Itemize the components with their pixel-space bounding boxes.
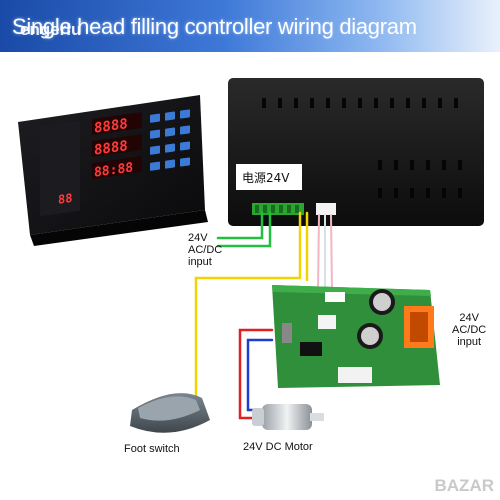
wire-green-1	[216, 211, 264, 240]
wire-red	[238, 328, 274, 420]
panel-button[interactable]	[180, 109, 190, 119]
panel-button[interactable]	[180, 141, 190, 151]
foot-switch-label: Foot switch	[124, 443, 180, 455]
left-input-line-2: AC/DC	[188, 244, 223, 256]
right-input-line-2: AC/DC	[452, 324, 487, 336]
front-panel-controller: 8888 8888 88:88 88	[18, 95, 208, 246]
ribbon-a	[317, 214, 320, 293]
dc-motor	[252, 404, 324, 430]
banner-overlay-text: engerlu	[20, 20, 82, 39]
left-input-line-1: 24V	[188, 232, 208, 244]
power-sticker	[236, 164, 302, 190]
power-label: 电源24V	[242, 171, 290, 185]
display-top-bg	[92, 112, 142, 135]
display-top: 8888	[94, 116, 128, 137]
motor-can	[262, 404, 312, 430]
display-mid-bg	[92, 134, 142, 157]
left-input-label: 24V AC/DC input	[188, 232, 222, 268]
panel-button[interactable]	[165, 159, 175, 169]
panel-button[interactable]	[180, 125, 190, 135]
motor-connector	[338, 367, 372, 383]
panel-labels-area	[40, 120, 80, 217]
panel-button[interactable]	[150, 161, 160, 171]
power-ic	[300, 342, 322, 356]
right-input-label: 24V AC/DC input	[452, 312, 486, 348]
panel-button-grid	[150, 109, 190, 171]
watermark-logo: BAZAR	[434, 476, 495, 495]
display-bot-left: 88	[58, 191, 72, 207]
motor-label: 24V DC Motor	[243, 441, 313, 453]
panel-button[interactable]	[180, 157, 190, 167]
display-bot-bg	[92, 156, 142, 179]
panel-button[interactable]	[150, 113, 160, 123]
wire-blue	[246, 338, 274, 412]
wire-green-2	[216, 211, 272, 248]
right-input-line-1: 24V	[459, 312, 479, 324]
right-input-line-3: input	[457, 336, 482, 348]
relay-block	[318, 315, 336, 329]
title-banner: Single head filling controller wiring di…	[0, 0, 500, 52]
foot-switch	[130, 393, 210, 433]
ribbon-connector	[316, 203, 336, 215]
ribbon-c	[330, 214, 333, 293]
wires	[194, 211, 333, 420]
display-bot: 88:88	[94, 160, 133, 180]
diagram-title: Single head filling controller wiring di…	[12, 14, 417, 39]
display-mid: 8888	[94, 138, 128, 159]
driver-pcb	[272, 285, 440, 388]
panel-button[interactable]	[150, 145, 160, 155]
controller-bottom-edge	[30, 210, 208, 246]
vent-slots	[262, 98, 462, 198]
panel-button[interactable]	[165, 111, 175, 121]
wire-yellow-foot	[194, 211, 302, 420]
panel-button[interactable]	[165, 143, 175, 153]
left-input-line-3: input	[188, 256, 212, 268]
rear-control-box: 电源24V	[228, 78, 484, 226]
panel-button[interactable]	[150, 129, 160, 139]
pcb-body	[272, 285, 440, 388]
panel-button[interactable]	[165, 127, 175, 137]
